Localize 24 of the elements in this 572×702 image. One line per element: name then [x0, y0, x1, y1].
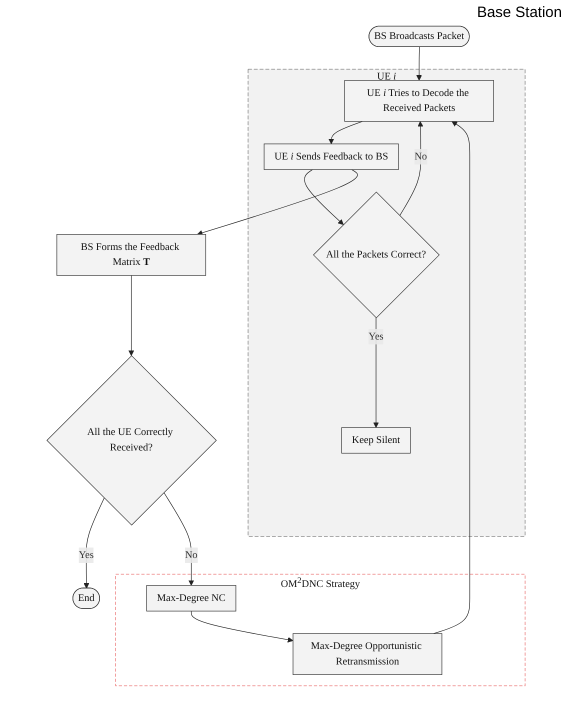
arrow	[328, 121, 363, 144]
arrow	[197, 169, 358, 236]
arrow	[128, 275, 134, 356]
edge-label: Yes	[368, 330, 384, 342]
node-box: BS Forms the Feedback Matrix T	[56, 234, 206, 276]
node-diamond: All the UE Correctly Received?	[46, 355, 217, 526]
node-box: Max-Degree NC	[146, 585, 236, 612]
edge-label: Yes	[78, 549, 94, 560]
arrow	[433, 121, 470, 634]
edge-label: No	[184, 549, 198, 560]
arrow	[304, 169, 344, 225]
arrow	[399, 121, 424, 216]
arrow	[190, 610, 294, 643]
node-box: Max-Degree Opportunistic Retransmission	[292, 633, 442, 675]
node-diamond: All the Packets Correct?	[313, 192, 440, 318]
arrow	[416, 46, 422, 81]
section-label: Base Station	[476, 4, 562, 21]
node-box: UE i Sends Feedback to BS	[264, 144, 399, 170]
node-box: Keep Silent	[341, 427, 411, 454]
edge-label: No	[414, 150, 428, 162]
arrow	[84, 498, 105, 589]
node-box: UE i Tries to Decode the Received Packets	[344, 80, 494, 122]
arrow	[373, 317, 379, 428]
arrow	[164, 492, 194, 586]
